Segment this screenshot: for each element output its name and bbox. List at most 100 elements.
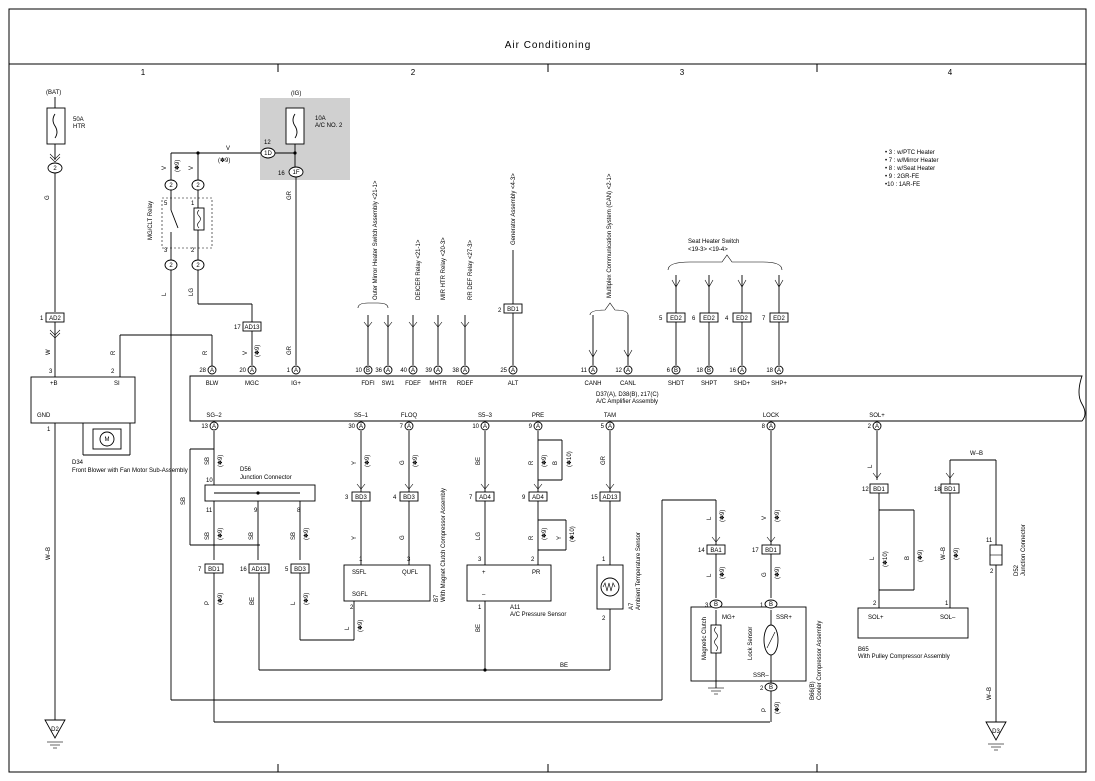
svg-text:(✽9): (✽9) (303, 528, 310, 540)
svg-text:SB: SB (181, 497, 187, 505)
svg-text:(✽10): (✽10) (566, 451, 573, 467)
b7-name: With Magnet Clutch Compressor Assembly (441, 488, 447, 602)
svg-text:1: 1 (191, 201, 195, 207)
svg-text:W–B: W–B (46, 547, 52, 560)
svg-text:16: 16 (240, 567, 247, 573)
svg-text:BD1: BD1 (944, 487, 956, 493)
svg-text:R: R (529, 535, 535, 540)
svg-text:A: A (463, 368, 467, 374)
d52-name: Junction Connector (1021, 524, 1027, 576)
svg-text:40: 40 (400, 368, 407, 374)
svg-text:B: B (714, 602, 718, 608)
column-markers-top: 1 2 3 4 (141, 64, 953, 77)
amp-terminal-label: FLOQ (401, 413, 418, 419)
svg-text:10: 10 (206, 478, 213, 484)
svg-text:A: A (875, 424, 879, 430)
svg-text:14: 14 (698, 548, 705, 554)
svg-text:2: 2 (196, 263, 200, 269)
blower-pin-si: SI (114, 381, 120, 387)
svg-text:15: 15 (591, 495, 598, 501)
a11-pin-plus: + (482, 570, 486, 576)
generator-assembly: Generator Assembly <4-3> 2 BD1 (498, 173, 523, 365)
page-title: Air Conditioning (505, 40, 592, 51)
svg-text:7: 7 (762, 316, 766, 322)
svg-text:A: A (212, 424, 216, 430)
svg-text:BD1: BD1 (765, 548, 777, 554)
svg-text:SB: SB (205, 457, 211, 465)
deicer-relay: DEICER Relay <21-1> (408, 239, 422, 365)
amp-terminal-label: SHP+ (771, 381, 787, 387)
svg-text:1: 1 (40, 316, 44, 322)
mg-clt-relay: 2 2 MG/CLT Relay 5 1 3 2 2 2 (148, 179, 213, 271)
svg-text:16: 16 (278, 171, 285, 177)
svg-text:2: 2 (531, 557, 535, 563)
svg-text:(✽9): (✽9) (303, 593, 310, 605)
svg-text:P: P (205, 601, 211, 605)
svg-text:SB: SB (291, 532, 297, 540)
svg-text:11: 11 (581, 368, 588, 374)
svg-text:5: 5 (659, 316, 663, 322)
svg-text:L: L (870, 556, 876, 560)
svg-text:3: 3 (407, 557, 411, 563)
b65-pin-sol-minus: SOL– (940, 615, 956, 621)
svg-text:ED2: ED2 (703, 316, 715, 322)
amp-terminal-label: LOCK (763, 413, 779, 419)
svg-text:AD13: AD13 (244, 325, 260, 331)
amp-terminal-label: TAM (604, 413, 616, 419)
svg-text:2: 2 (169, 263, 173, 269)
svg-text:A: A (608, 424, 612, 430)
b66-pin-mg: MG+ (722, 615, 736, 621)
relay-label: MG/CLT Relay (148, 201, 154, 240)
amp-terminal-label: BLW (206, 381, 219, 387)
svg-text:2: 2 (498, 308, 502, 314)
amp-terminal-label: SG–2 (206, 413, 222, 419)
a7-name: Ambient Temperature Sensor (636, 532, 642, 610)
b7-pin-qufl: QUFL (402, 570, 419, 576)
svg-text:(✽9): (✽9) (174, 160, 181, 172)
fuse-ig-source: (IG) (291, 91, 301, 97)
pulley-compressor-b65: 2 1 SOL+ SOL– B65 With Pulley Compressor… (857, 601, 969, 660)
amp-terminal-bottom: SG–2A 13 (201, 413, 222, 431)
svg-text:11: 11 (206, 508, 213, 514)
svg-text:12: 12 (264, 140, 271, 146)
amp-terminal-label: ALT (508, 381, 519, 387)
svg-text:(✽9): (✽9) (719, 510, 726, 522)
svg-text:20: 20 (239, 368, 246, 374)
svg-text:9: 9 (522, 495, 526, 501)
amplifier-id: D37(A), D38(B), z17(C) (596, 392, 659, 398)
cooler-compressor-b66: 3 B 1 B MG+ SSR+ SSR– Magnetic Clutch Lo… (690, 599, 823, 700)
svg-text:3: 3 (164, 248, 168, 254)
amp-terminal-label: CANH (584, 381, 601, 387)
svg-text:Y: Y (352, 536, 358, 540)
fuse-ig-name: A/C NO. 2 (315, 123, 343, 129)
svg-text:1: 1 (287, 368, 291, 374)
amp-terminal-label: SW1 (381, 381, 395, 387)
svg-text:ED2: ED2 (773, 316, 785, 322)
svg-text:ED2: ED2 (736, 316, 748, 322)
svg-text:P: P (762, 708, 768, 712)
b66-id: B66(B) (810, 681, 816, 700)
svg-text:M: M (105, 437, 110, 443)
b65-id: B65 (858, 647, 869, 653)
column-markers-bottom (277, 764, 818, 772)
amp-terminal-label: FDEF (405, 381, 421, 387)
svg-text:GR: GR (287, 190, 293, 200)
multiplex-can: Multiplex Communication System (CAN) <2-… (588, 173, 633, 365)
svg-text:13: 13 (201, 424, 208, 430)
svg-text:(✽9): (✽9) (364, 455, 371, 467)
amp-terminal-label: MGC (245, 381, 260, 387)
svg-text:1: 1 (602, 557, 606, 563)
svg-text:(✽9): (✽9) (254, 345, 261, 357)
a11-name: A/C Pressure Sensor (510, 612, 566, 618)
svg-text:12: 12 (615, 368, 622, 374)
svg-text:1: 1 (760, 603, 764, 609)
svg-text:11: 11 (986, 538, 993, 544)
svg-text:16: 16 (729, 368, 736, 374)
svg-text:2: 2 (990, 569, 994, 575)
svg-text:6: 6 (667, 368, 671, 374)
